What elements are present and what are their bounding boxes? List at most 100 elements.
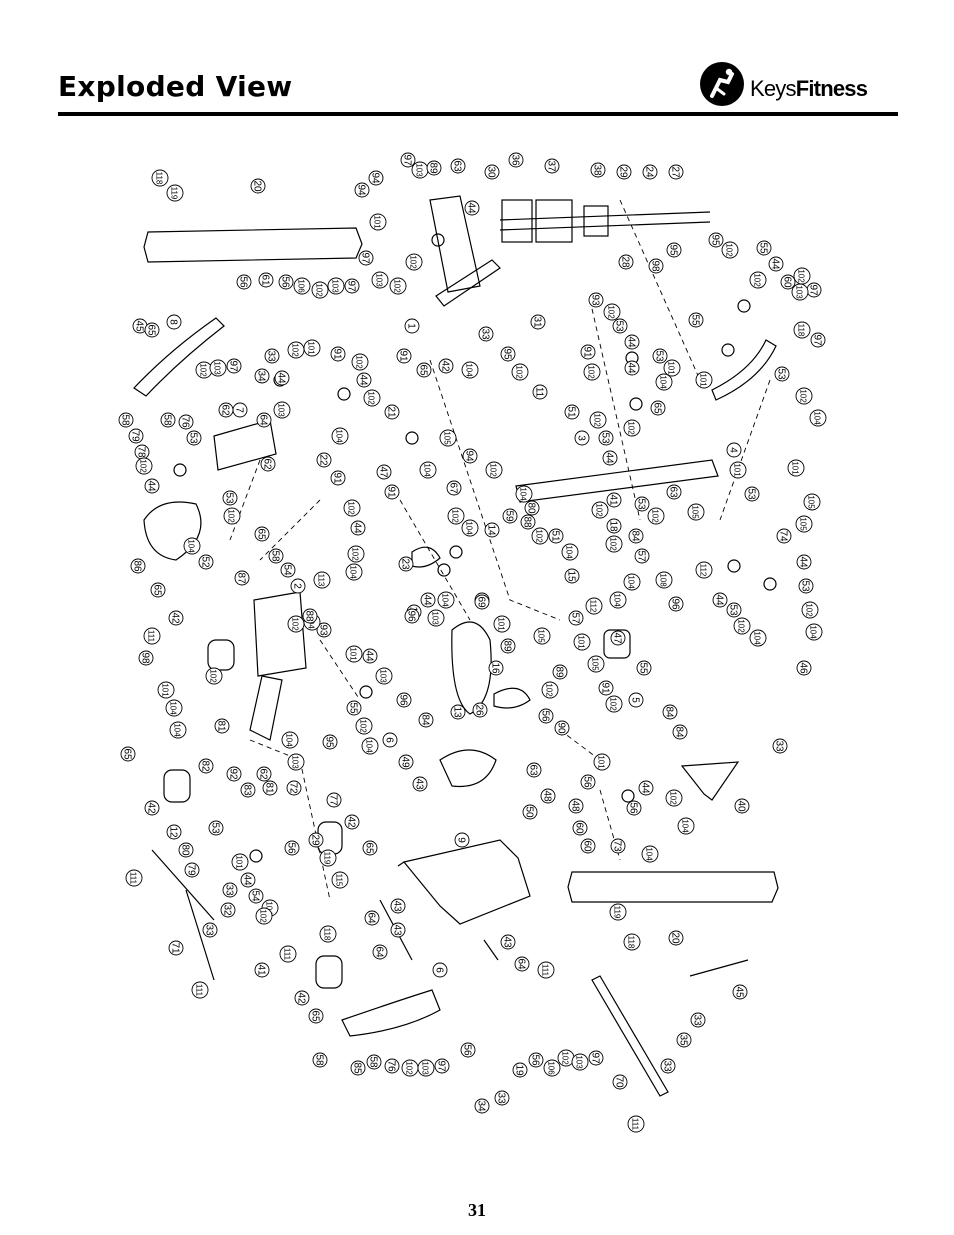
callout-circle — [512, 1062, 528, 1078]
callout-104: 104 — [437, 591, 455, 609]
callout-circle — [515, 485, 533, 503]
callout-text: 102 — [227, 509, 236, 523]
callout-58: 58 — [366, 1054, 382, 1070]
callout-42: 42 — [144, 800, 160, 816]
callout-circle — [642, 164, 658, 180]
callout-circle — [198, 758, 214, 774]
part-tube-bottom — [567, 871, 779, 903]
callout-58: 58 — [160, 412, 176, 428]
callout-text: 65 — [152, 584, 163, 596]
part-pulley-1 — [431, 233, 445, 247]
callout-text: 65 — [364, 842, 375, 854]
callout-102: 102 — [603, 303, 621, 321]
callout-circle — [672, 724, 688, 740]
callout-circle — [420, 592, 436, 608]
callout-104: 104 — [165, 699, 183, 717]
callout-51: 51 — [548, 528, 564, 544]
callout-93: 93 — [588, 292, 604, 308]
part-pulley-10 — [449, 545, 463, 559]
callout-circle — [530, 314, 546, 330]
callout-circle — [450, 704, 466, 720]
callout-circle — [571, 1053, 589, 1071]
callout-2: 2 — [290, 578, 306, 594]
callout-text: 64 — [374, 946, 385, 958]
callout-55: 55 — [756, 240, 772, 256]
callout-circle — [552, 664, 568, 680]
callout-84: 84 — [662, 704, 678, 720]
callout-circle — [209, 359, 227, 377]
callout-53: 53 — [798, 578, 814, 594]
callout-57: 57 — [568, 610, 584, 626]
callout-44: 44 — [420, 592, 436, 608]
callout-53: 53 — [774, 366, 790, 382]
callout-text: 103 — [431, 611, 440, 625]
callout-circle — [662, 704, 678, 720]
callout-circle — [165, 699, 183, 717]
callout-65: 65 — [144, 322, 160, 338]
callout-circle — [618, 254, 634, 270]
callout-circle — [144, 800, 160, 816]
callout-circle — [676, 1032, 692, 1048]
callout-102: 102 — [583, 363, 601, 381]
callout-circle — [801, 601, 819, 619]
callout-circle — [660, 1058, 676, 1074]
callout-97: 97 — [400, 152, 416, 168]
callout-circle — [260, 456, 276, 472]
callout-text: 67 — [448, 482, 459, 494]
callout-text: 65 — [652, 402, 663, 414]
callout-text: 1 — [406, 323, 417, 329]
callout-circle — [372, 944, 388, 960]
part-pulley-6 — [173, 463, 187, 477]
callout-text: 96 — [670, 598, 681, 610]
callout-text: 102 — [669, 791, 678, 805]
callout-text: 103 — [575, 1055, 584, 1069]
callout-73: 73 — [610, 838, 626, 854]
callout-text: 44 — [798, 556, 809, 568]
callout-circle — [268, 548, 284, 564]
callout-104: 104 — [561, 543, 579, 561]
callout-circle — [598, 680, 614, 696]
callout-text: 103 — [291, 755, 300, 769]
callout-text: 62 — [258, 768, 269, 780]
callout-circle — [375, 667, 393, 685]
callout-90: 90 — [554, 720, 570, 736]
callout-circle — [668, 596, 684, 612]
part-rod-111 — [185, 889, 215, 981]
callout-circle — [294, 990, 310, 1006]
callout-circle — [254, 368, 270, 384]
callout-text: 91 — [600, 682, 611, 694]
callout-circle — [606, 518, 622, 534]
callout-89: 89 — [552, 664, 568, 680]
callout-23: 23 — [398, 556, 414, 572]
callout-circle — [484, 522, 500, 538]
callout-text: 119 — [613, 906, 622, 919]
callout-circle — [809, 409, 827, 427]
callout-circle — [606, 492, 622, 508]
callout-text: 58 — [368, 1056, 379, 1068]
callout-text: 104 — [565, 545, 574, 559]
callout-circle — [319, 925, 337, 943]
callout-circle — [484, 164, 500, 180]
callout-43: 43 — [390, 922, 406, 938]
callout-text: 53 — [746, 488, 757, 500]
callout-text: 43 — [502, 936, 513, 948]
callout-105: 105 — [795, 515, 813, 533]
callout-text: 91 — [582, 346, 593, 358]
callout-text: 105 — [807, 495, 816, 509]
callout-circle — [756, 240, 772, 256]
callout-text: 97 — [402, 154, 413, 166]
callout-circle — [256, 766, 272, 782]
callout-circle — [655, 373, 673, 391]
callout-text: 19 — [514, 1064, 525, 1076]
callout-circle — [130, 558, 146, 574]
callout-text: 63 — [452, 160, 463, 172]
callout-95: 95 — [708, 232, 724, 248]
callout-circle — [432, 962, 448, 978]
callout-text: 33 — [204, 924, 215, 936]
callout-text: 63 — [528, 764, 539, 776]
callout-circle — [610, 838, 626, 854]
callout-text: 85 — [352, 1062, 363, 1074]
callout-103: 103 — [791, 283, 809, 301]
callout-circle — [376, 464, 392, 480]
callout-circle — [776, 528, 792, 544]
